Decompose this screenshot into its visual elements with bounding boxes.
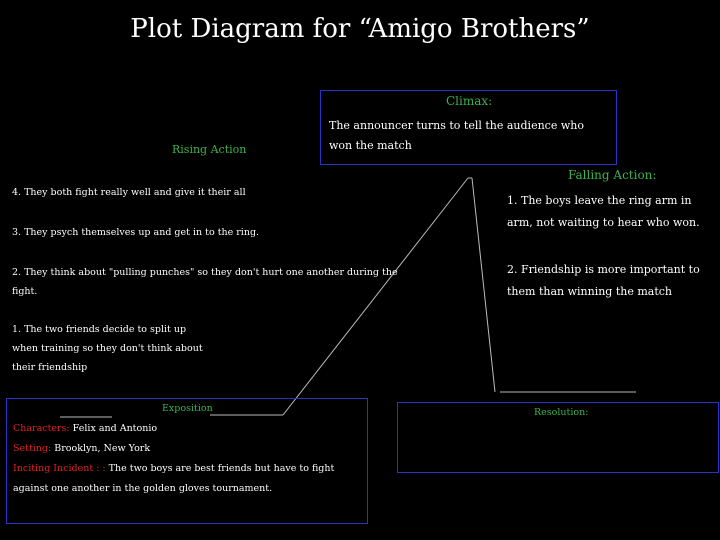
rising-action-item-2: 2. They think about "pulling punches" so… xyxy=(12,267,398,297)
resolution-box: Resolution: xyxy=(397,402,719,473)
page-title: Plot Diagram for “Amigo Brothers” xyxy=(130,14,590,44)
climax-box: Climax: The announcer turns to tell the … xyxy=(320,90,617,165)
exposition-heading: Exposition xyxy=(162,403,213,414)
rising-action-line xyxy=(282,177,469,416)
inciting-label: Inciting Incident : : xyxy=(13,463,106,474)
rising-action-item-3: 3. They psych themselves up and get in t… xyxy=(12,227,260,238)
falling-action-line xyxy=(471,177,496,393)
falling-action-item-2: 2. Friendship is more important to them … xyxy=(507,263,700,298)
climax-text: The announcer turns to tell the audience… xyxy=(329,119,584,152)
rising-action-item-4: 4. They both fight really well and give … xyxy=(12,187,246,198)
climax-heading: Climax: xyxy=(446,94,493,108)
rising-action-heading: Rising Action xyxy=(172,143,247,156)
rising-action-item-1: 1. The two friends decide to split up wh… xyxy=(12,324,203,373)
characters-label: Characters: xyxy=(13,423,70,434)
falling-action-heading: Falling Action: xyxy=(568,168,657,182)
falling-action-item-1: 1. The boys leave the ring arm in arm, n… xyxy=(507,194,700,229)
exposition-inciting-incident: Inciting Incident : : The two boys are b… xyxy=(13,459,358,499)
setting-value: Brooklyn, New York xyxy=(54,443,151,454)
exposition-characters: Characters: Felix and Antonio xyxy=(13,419,363,439)
exposition-setting: Setting: Brooklyn, New York xyxy=(13,439,363,459)
inciting-value: The two boys are best friends but have t… xyxy=(13,463,335,494)
resolution-heading: Resolution: xyxy=(534,407,589,418)
setting-label: Setting: xyxy=(13,443,52,454)
characters-value: Felix and Antonio xyxy=(72,423,158,434)
exposition-box: Exposition Characters: Felix and Antonio… xyxy=(6,398,368,524)
